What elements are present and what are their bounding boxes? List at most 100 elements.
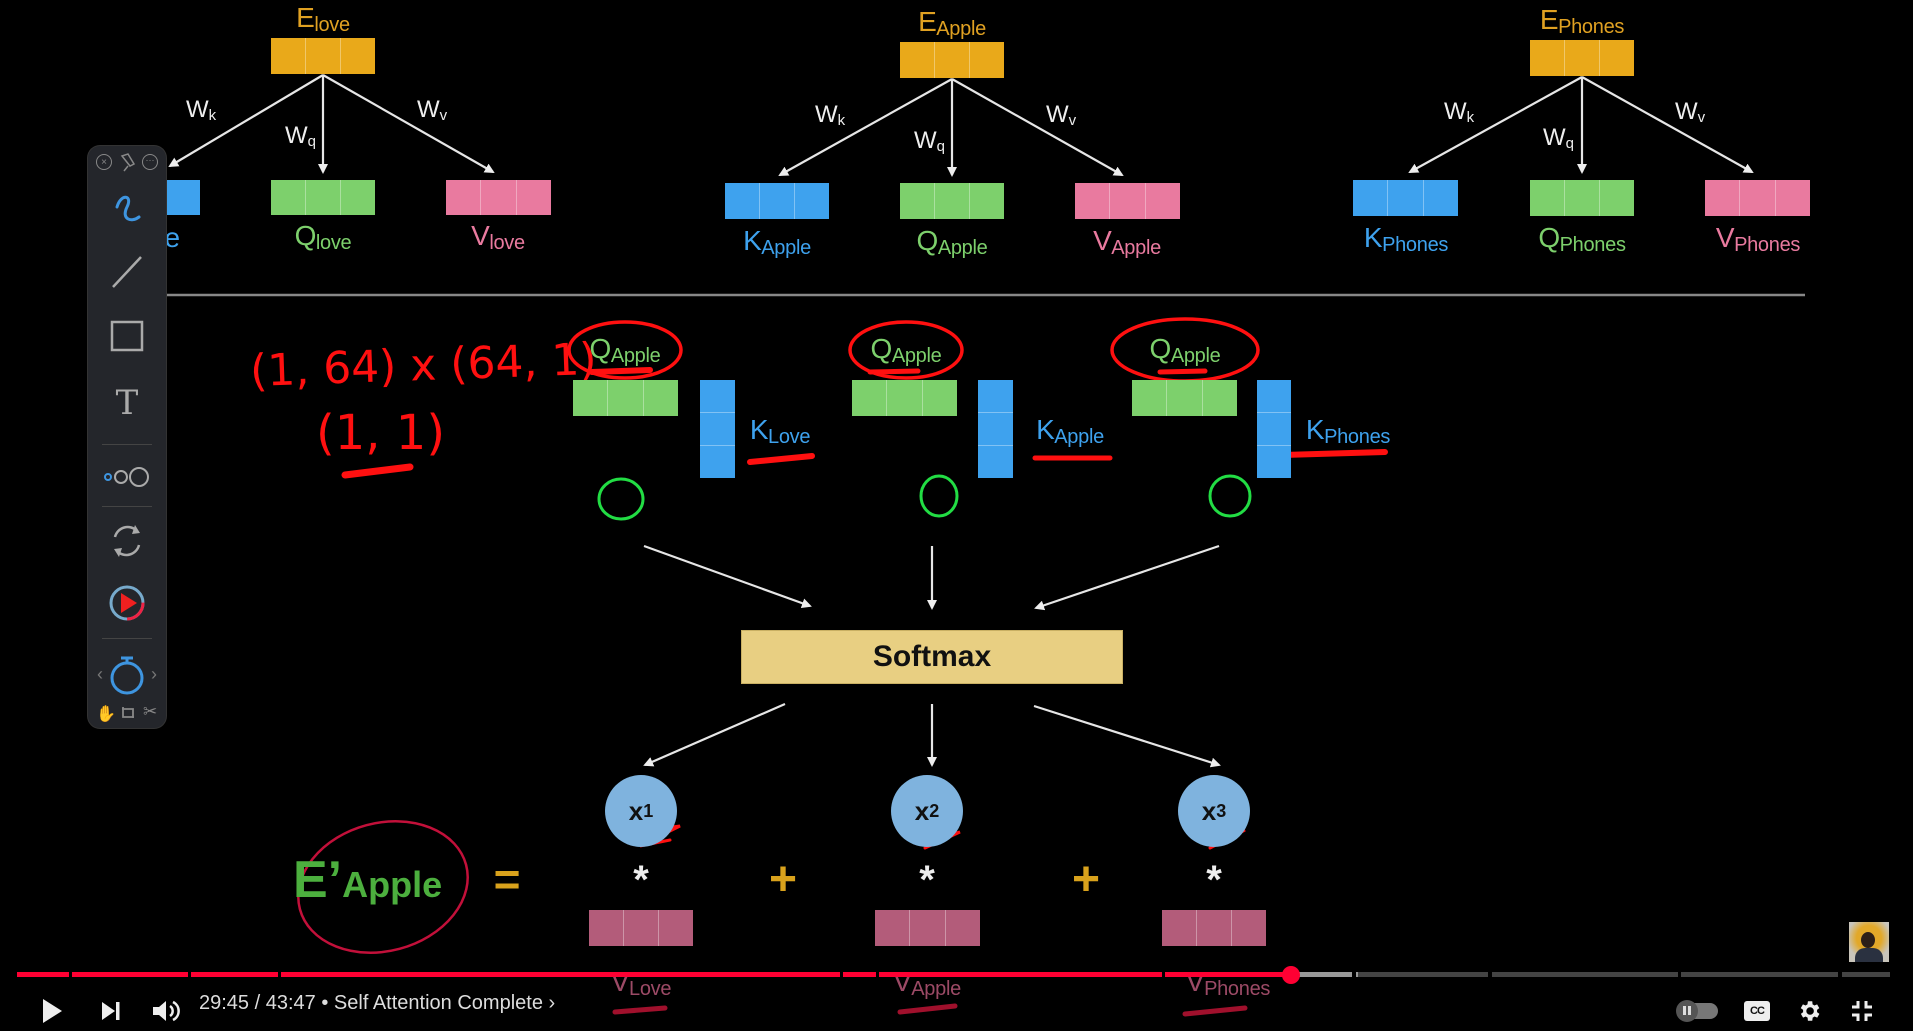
label-attn-q-1: QApple xyxy=(589,333,661,367)
progress-segment[interactable] xyxy=(281,972,840,977)
progress-segment[interactable] xyxy=(191,972,278,977)
label-attn-k-1: KLove xyxy=(749,414,811,448)
scissors-icon[interactable]: ✂ xyxy=(143,702,158,721)
timer-tool[interactable]: ‹ › xyxy=(88,646,166,702)
arrow-score1-softmax xyxy=(643,544,812,608)
value-phones xyxy=(1705,180,1810,216)
value-out-2 xyxy=(875,910,980,946)
progress-segment[interactable] xyxy=(879,972,1162,977)
progress-segment[interactable] xyxy=(1165,972,1291,977)
progress-segment[interactable] xyxy=(72,972,188,977)
arrow-wk-phones xyxy=(1408,76,1583,173)
value-love xyxy=(446,180,551,215)
pen-icon xyxy=(115,195,141,222)
progress-segment[interactable] xyxy=(1356,972,1359,977)
query-apple xyxy=(900,183,1004,219)
record-icon xyxy=(109,585,145,621)
channel-avatar[interactable] xyxy=(1849,922,1889,962)
volume-button[interactable] xyxy=(148,990,184,1031)
times-sign-2: * xyxy=(919,858,935,902)
next-button[interactable] xyxy=(96,990,126,1031)
arrow-wk-apple xyxy=(778,78,953,176)
crop-icon[interactable] xyxy=(119,704,137,722)
label-wv-phones: Wv xyxy=(1675,98,1706,126)
chapter-chevron-icon[interactable]: › xyxy=(548,992,556,1014)
autoplay-toggle[interactable] xyxy=(1676,990,1720,1031)
times-sign-1: * xyxy=(633,858,649,902)
label-wq-apple: Wq xyxy=(914,127,945,155)
plus-sign-2: + xyxy=(1071,853,1101,906)
key-apple xyxy=(725,183,829,219)
arrow-wv-love xyxy=(322,74,495,173)
value-apple xyxy=(1075,183,1180,219)
line-icon xyxy=(112,256,142,288)
label-wq-love: Wq xyxy=(285,122,316,150)
play-icon xyxy=(43,998,62,1023)
volume-icon xyxy=(153,1000,180,1021)
progress-segment[interactable] xyxy=(17,972,69,977)
progress-scrubber[interactable] xyxy=(1281,966,1300,984)
embedding-love xyxy=(271,38,375,74)
rectangle-icon xyxy=(110,320,144,352)
label-v-phones: VPhones xyxy=(1715,222,1801,256)
progress-segment[interactable] xyxy=(1842,972,1890,977)
hand-icon[interactable]: ✋ xyxy=(96,706,116,723)
pin-icon[interactable] xyxy=(118,152,138,172)
label-v-apple: VApple xyxy=(1093,225,1161,259)
record-tool[interactable] xyxy=(88,578,166,628)
label-attn-q-3: QApple xyxy=(1149,333,1221,367)
progress-segment[interactable] xyxy=(1358,972,1362,977)
chapter-title[interactable]: Self Attention Complete xyxy=(333,992,543,1014)
close-icon[interactable]: × xyxy=(96,154,112,170)
progress-segment[interactable] xyxy=(1290,972,1352,977)
arrow-score3-softmax xyxy=(1034,544,1220,611)
timer-icon xyxy=(110,656,144,695)
progress-segment[interactable] xyxy=(1492,972,1678,977)
softmax-block: Softmax xyxy=(741,630,1123,684)
arrow-wk-love xyxy=(168,74,324,168)
label-k-phones: KPhones xyxy=(1363,222,1449,256)
progress-bar[interactable] xyxy=(17,972,1890,977)
embedding-apple xyxy=(900,42,1004,78)
cc-icon: CC xyxy=(1744,1000,1770,1021)
label-v-love: Vlove xyxy=(471,220,525,254)
exit-fullscreen-button[interactable] xyxy=(1845,990,1879,1031)
timer-next-icon[interactable]: › xyxy=(151,663,157,684)
ink-circle-q1 xyxy=(567,320,683,380)
label-wv-love: Wv xyxy=(417,96,448,124)
gear-icon xyxy=(1800,1000,1820,1021)
text-icon: T xyxy=(115,383,139,423)
key-phones xyxy=(1353,180,1458,216)
value-out-1 xyxy=(589,910,693,946)
progress-segment[interactable] xyxy=(1681,972,1838,977)
rectangle-tool[interactable] xyxy=(88,312,166,362)
query-love xyxy=(271,180,375,215)
label-attn-k-2: KApple xyxy=(1036,414,1104,448)
size-tool[interactable] xyxy=(88,454,166,500)
pen-tool[interactable] xyxy=(88,184,166,234)
progress-segment[interactable] xyxy=(843,972,876,977)
captions-button[interactable]: CC xyxy=(1740,990,1774,1031)
attn-query-3 xyxy=(1132,380,1237,416)
label-e-love: Elove xyxy=(296,2,350,36)
progress-segment[interactable] xyxy=(1362,972,1488,977)
ink-circle-output xyxy=(297,820,469,954)
line-tool[interactable] xyxy=(88,246,166,296)
text-tool[interactable]: T xyxy=(88,378,166,428)
more-icon[interactable]: ··· xyxy=(142,154,158,170)
label-wv-apple: Wv xyxy=(1046,101,1077,129)
label-wq-phones: Wq xyxy=(1543,124,1574,152)
label-q-apple: QApple xyxy=(916,225,988,259)
label-attn-k-3: KPhones xyxy=(1305,414,1391,448)
ink-circle-q2 xyxy=(848,320,964,380)
play-button[interactable] xyxy=(34,990,70,1031)
toolbar-divider xyxy=(102,506,152,507)
settings-button[interactable] xyxy=(1792,990,1826,1031)
rotate-tool[interactable] xyxy=(88,516,166,566)
timer-prev-icon[interactable]: ‹ xyxy=(97,663,103,684)
time-display: 29:45 / 43:47 • Self Attention Complete … xyxy=(199,992,556,1014)
